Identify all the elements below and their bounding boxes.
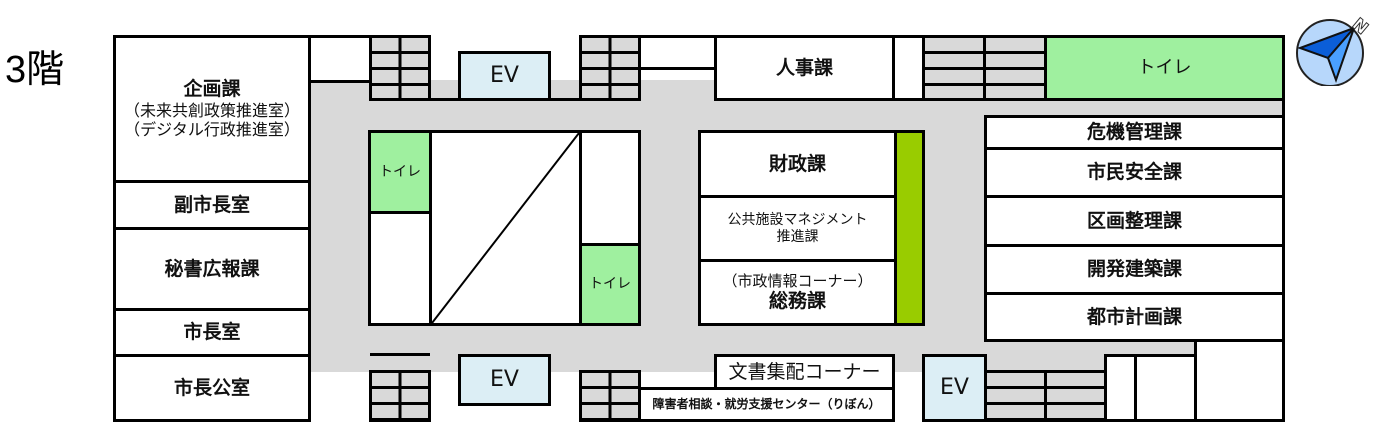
wall: [370, 353, 430, 356]
room-center-blank: [368, 211, 432, 326]
toilet-center-left[interactable]: トイレ: [368, 130, 432, 214]
toilet-top[interactable]: トイレ: [1044, 35, 1285, 101]
room-fukushicho[interactable]: 副市長室: [113, 180, 311, 230]
room-bottom-blank1: [1104, 354, 1137, 422]
diagonal-line: [432, 133, 579, 323]
stairs: [922, 35, 1047, 101]
room-kikaku[interactable]: 企画課 （未来共創政策推進室）（デジタル行政推進室）: [113, 35, 311, 183]
accent-bar: [894, 130, 925, 326]
room-shogai[interactable]: 障害者相談・就労支援センター（りぼん）: [638, 387, 895, 422]
room-top-small: [308, 35, 372, 83]
room-jinji[interactable]: 人事課: [714, 35, 895, 101]
wall: [638, 35, 718, 38]
elevator-bottom-right[interactable]: EV: [922, 354, 987, 422]
room-kokyo[interactable]: 公共施設マネジメント推進課: [698, 195, 897, 262]
stairs: [984, 370, 1107, 422]
room-bottom-blank2: [1134, 354, 1197, 422]
elevator-top[interactable]: EV: [458, 51, 551, 101]
room-bunsho[interactable]: 文書集配コーナー: [714, 354, 895, 390]
elevator-bottom-left[interactable]: EV: [458, 354, 551, 406]
room-kaihatsu[interactable]: 開発建築課: [984, 244, 1285, 295]
room-center-blank2: [579, 130, 641, 246]
room-zaisei[interactable]: 財政課: [698, 130, 897, 198]
room-shicho[interactable]: 市長室: [113, 308, 311, 357]
room-top-white: [638, 35, 717, 70]
toilet-center-right[interactable]: トイレ: [579, 243, 641, 326]
stairs: [579, 35, 641, 101]
void-area: [429, 130, 582, 326]
room-kukaku[interactable]: 区画整理課: [984, 195, 1285, 247]
room-shimin-anzen[interactable]: 市民安全課: [984, 147, 1285, 198]
stairs: [579, 370, 641, 422]
floor-label: 3階: [5, 49, 65, 91]
room-somu[interactable]: （市政情報コーナー） 総務課: [698, 259, 897, 326]
stairs: [369, 370, 431, 422]
compass-icon: N: [1296, 14, 1372, 86]
room-bottom-blank3: [1194, 339, 1285, 422]
room-hisho[interactable]: 秘書広報課: [113, 227, 311, 311]
stairs: [369, 35, 431, 101]
corridor-top-right: [893, 98, 1285, 118]
room-kiki[interactable]: 危機管理課: [984, 115, 1285, 150]
room-top-small2: [892, 35, 925, 101]
room-toshi[interactable]: 都市計画課: [984, 292, 1285, 342]
room-shicho-koshitsu[interactable]: 市長公室: [113, 354, 311, 422]
